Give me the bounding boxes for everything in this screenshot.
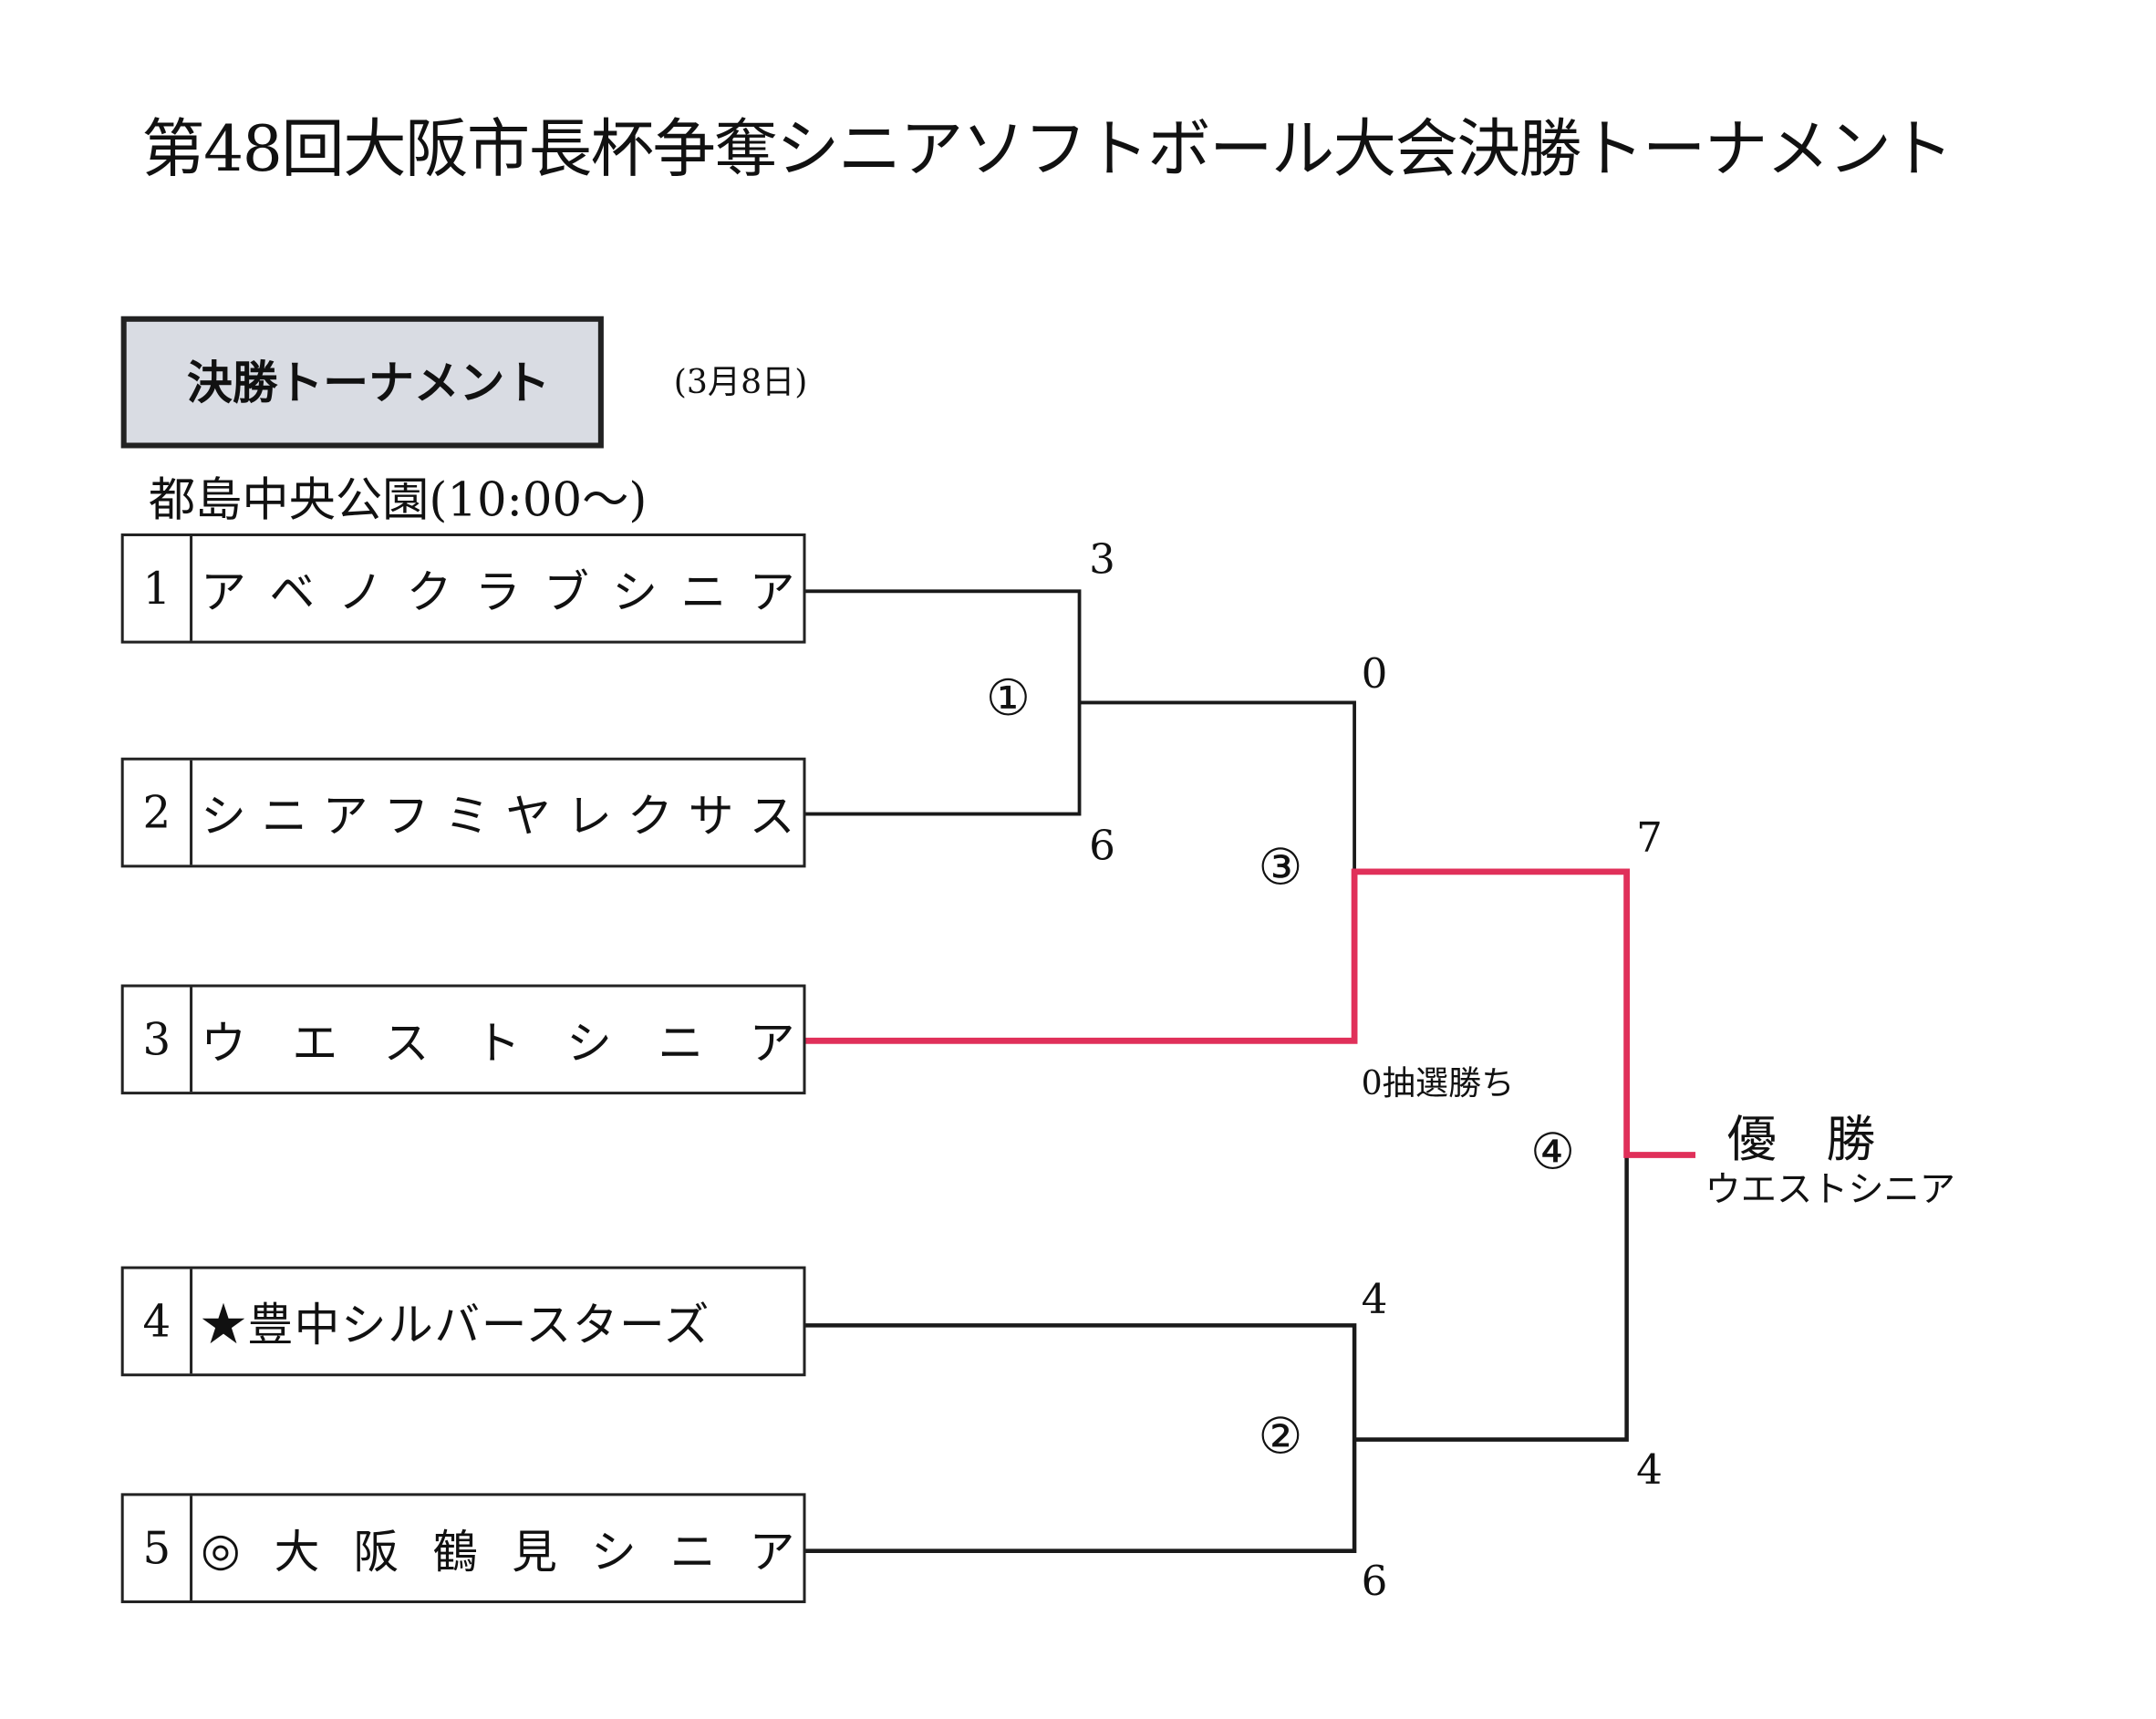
match-number: ④ [1530,1124,1575,1182]
champion-label: 優 勝 [1726,1112,1876,1169]
team-name: ウエストシニア [201,1016,795,1070]
score: 0抽選勝ち [1361,1063,1515,1103]
bracket-line [1354,1155,1629,1442]
score: 3 [1089,536,1115,585]
team-row: 1 アベノクラブシニア [120,533,806,644]
team-row: 5 ◎大阪鶴見シニア [120,1493,806,1603]
team-name: ★豊中シルバースターズ [201,1298,711,1352]
match-number: ③ [1258,840,1303,897]
venue: 都島中央公園(10:00～) [148,472,648,528]
team-seed: 3 [124,987,193,1092]
bracket-line [805,589,1082,816]
score: 4 [1361,1276,1388,1324]
match-number: ② [1258,1409,1303,1466]
team-seed: 4 [124,1269,193,1374]
score: 4 [1636,1446,1663,1495]
score: 6 [1089,822,1115,871]
team-name: ◎大阪鶴見シニア [201,1521,795,1579]
score: 0 [1361,650,1388,699]
team-name: アベノクラブシニア [201,564,795,619]
team-seed: 1 [124,536,193,641]
champion-team: ウエストシニア [1705,1170,1955,1212]
team-seed: 2 [124,760,193,865]
match-date: (3月8日) [673,363,808,402]
team-row: 2 シニアフミヤレクサス [120,757,806,868]
bracket-line [1079,700,1356,872]
page-title: 第48回大阪市長杯争奪シニアソフトボール大会決勝トーナメント [141,111,1953,186]
section-label: 決勝トーナメント [120,316,604,449]
match-number: ① [986,670,1031,728]
team-seed: 5 [124,1496,193,1600]
team-row: 3 ウエストシニア [120,984,806,1095]
winner-path [805,868,1695,1158]
team-name: シニアフミヤレクサス [201,789,795,844]
team-row: 4 ★豊中シルバースターズ [120,1266,806,1377]
score: 7 [1636,813,1663,863]
score: 6 [1361,1558,1388,1606]
